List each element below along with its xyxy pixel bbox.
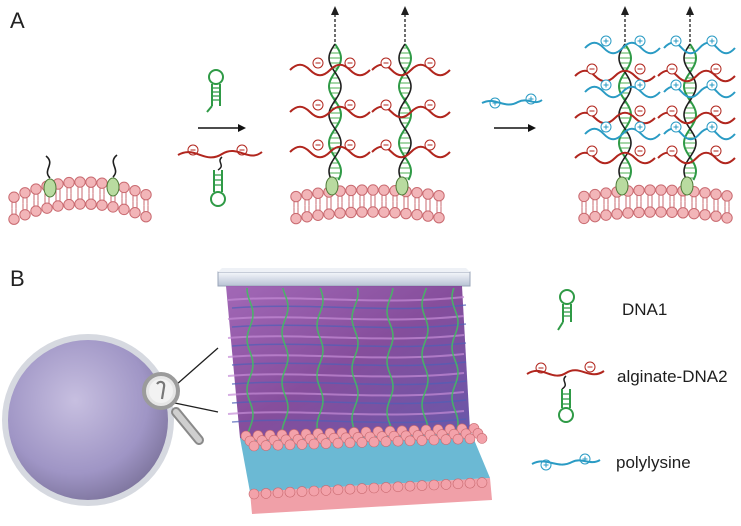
helix-column-3a — [615, 43, 633, 196]
panel-a-label: A — [10, 8, 25, 33]
legend-label-alginate-dna2: alginate-DNA2 — [617, 367, 728, 386]
stack-dna-helices — [246, 287, 459, 439]
anchor-strand-1 — [43, 155, 57, 198]
cell-sphere — [2, 334, 174, 506]
reaction-arrow-2 — [494, 124, 536, 132]
alginate-dna2-reagent-icon — [177, 144, 263, 207]
dashed-up-arrows-step3 — [621, 6, 694, 42]
glass-top-slab — [217, 268, 471, 287]
alginate-strands-step2 — [289, 57, 451, 159]
membrane-step3 — [578, 184, 733, 225]
legend-label-dna1: DNA1 — [622, 300, 668, 319]
polylysine-strands-step3 — [584, 35, 736, 141]
lipid-bilayer-slab — [240, 423, 492, 514]
helix-column-2b — [395, 43, 413, 196]
legend-label-polylysine: polylysine — [616, 453, 691, 472]
helix-column-3b — [680, 43, 698, 196]
membrane-step2 — [290, 184, 445, 225]
helix-column-2a — [325, 43, 343, 196]
polylysine-reagent-icon — [481, 93, 543, 109]
membrane-step1 — [8, 176, 152, 225]
alginate-strands-step3 — [574, 63, 736, 165]
multilayer-stack — [226, 286, 470, 438]
legend-icon-dna1 — [557, 289, 575, 331]
magnifier-icon — [142, 372, 204, 445]
legend-icon-polylysine — [531, 453, 601, 471]
panel-b-label: B — [10, 266, 25, 291]
dna1-reagent-icon — [206, 69, 224, 113]
reaction-arrow-1 — [198, 124, 246, 132]
dashed-up-arrows-step2 — [331, 6, 409, 42]
legend-icon-alginate-dna2 — [526, 361, 605, 423]
anchor-strand-2 — [106, 154, 120, 197]
